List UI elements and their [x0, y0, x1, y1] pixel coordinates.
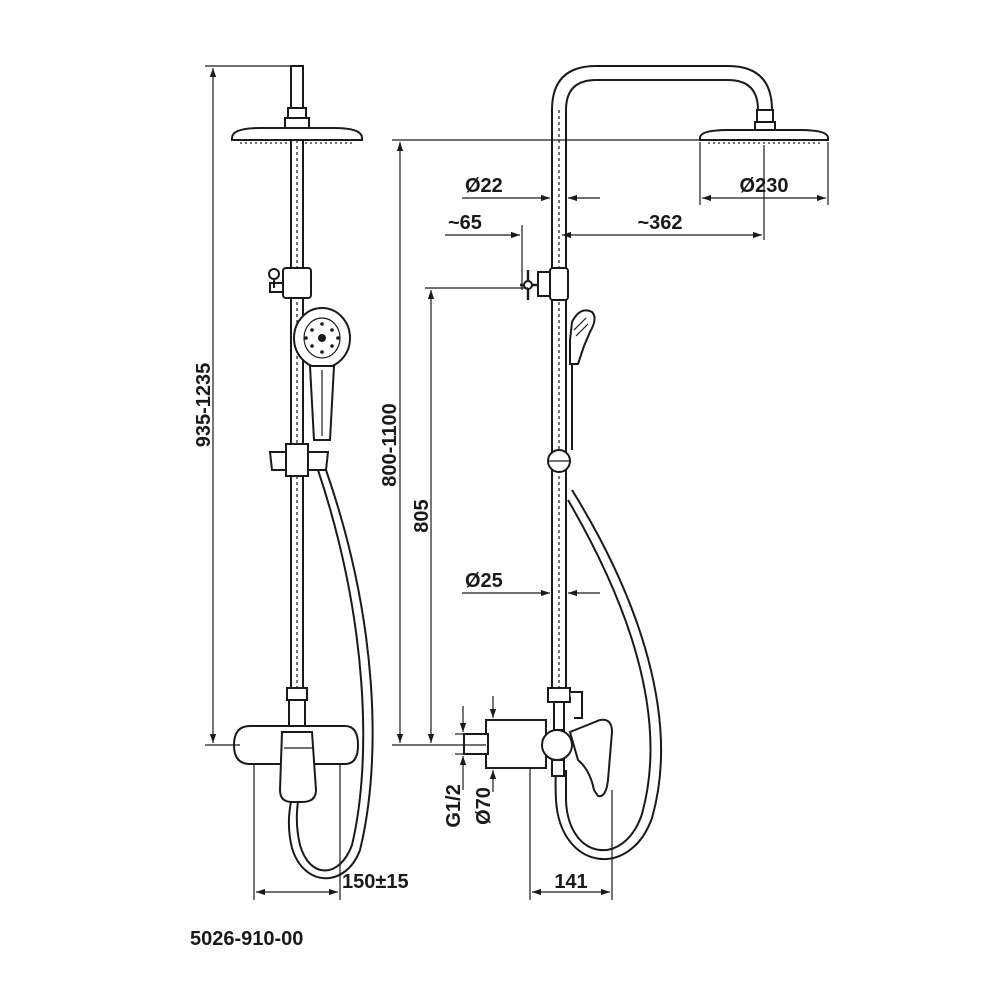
front-slider-holder	[268, 443, 330, 477]
side-view: Ø22 Ø230 ~65 ~362 800-1100	[379, 65, 829, 900]
thread-label: G1/2	[443, 784, 465, 827]
arm-label: ~362	[637, 212, 682, 234]
dim-lower-height: 805	[411, 287, 528, 743]
side-riser-pipe	[551, 65, 773, 692]
depth-label: 141	[554, 871, 587, 893]
wall-offset-label: ~65	[448, 212, 482, 234]
side-hand-shower	[565, 309, 596, 450]
product-code: 5026-910-00	[190, 928, 303, 950]
front-mixer	[232, 725, 360, 803]
dim-offsets: ~65 ~362	[445, 145, 765, 290]
dim-pipe-top: Ø22	[462, 175, 600, 202]
front-height-dimension: 935-1235	[193, 65, 300, 746]
side-mixer	[463, 687, 614, 798]
lower-height-label: 805	[411, 499, 433, 532]
front-height-label: 935-1235	[193, 363, 215, 448]
height-label: 800-1100	[379, 403, 401, 486]
front-riser-pipe	[286, 139, 308, 727]
pipe-top-label: Ø22	[465, 175, 503, 197]
dim-pipe-bottom: Ø25	[462, 570, 600, 597]
side-hose	[554, 489, 663, 860]
dim-thread: G1/2	[443, 706, 470, 828]
dim-depth: 141	[529, 768, 613, 900]
pipe-bottom-label: Ø25	[465, 570, 503, 592]
front-spacing-label: 150±15	[342, 871, 409, 893]
front-hose	[287, 469, 374, 880]
front-view: 935-1235 150±15	[193, 65, 409, 900]
side-head-shower	[699, 109, 829, 144]
dim-height: 800-1100	[379, 139, 700, 746]
front-spacing-dimension: 150±15	[253, 764, 409, 900]
front-hand-shower	[293, 307, 351, 441]
dim-escutcheon: Ø70	[473, 696, 500, 825]
side-wall-bracket	[520, 267, 569, 301]
escutcheon-label: Ø70	[473, 787, 495, 825]
front-clamp	[268, 267, 312, 299]
side-slider-holder	[547, 449, 571, 473]
front-head-shower	[231, 65, 363, 144]
